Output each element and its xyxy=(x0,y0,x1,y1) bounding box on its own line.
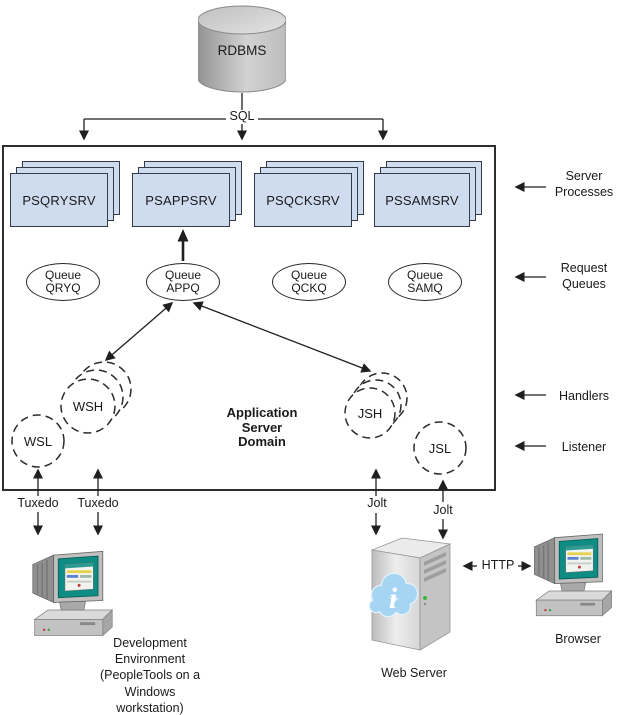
server-process-label: PSQCKSRV xyxy=(254,173,352,227)
queue-appq: Queue APPQ xyxy=(146,263,220,301)
database-label: RDBMS xyxy=(217,43,267,58)
server-process-label: PSQRYSRV xyxy=(10,173,108,227)
http-label: HTTP xyxy=(481,558,515,572)
database-cylinder-icon xyxy=(198,5,286,93)
annotation-listener: Listener xyxy=(561,440,607,454)
server-process-label: PSSAMSRV xyxy=(374,173,470,227)
server-process-stack-psqrysrv: PSQRYSRV xyxy=(10,161,120,227)
tuxedo-right-label: Tuxedo xyxy=(77,496,119,510)
web-server-icon: i xyxy=(368,537,452,651)
queue-qckq: Queue QCKQ xyxy=(272,263,346,301)
queue-qryq: Queue QRYQ xyxy=(26,263,100,301)
server-process-stack-psappsrv: PSAPPSRV xyxy=(132,161,242,227)
info-cloud-icon: i xyxy=(368,572,419,618)
browser-workstation-icon xyxy=(534,533,613,617)
browser-caption: Browser xyxy=(555,632,601,646)
queue-samq: Queue SAMQ xyxy=(388,263,462,301)
server-process-label: PSAPPSRV xyxy=(132,173,230,227)
workstation-icon xyxy=(32,550,114,637)
web-server-caption: Web Server xyxy=(381,666,447,680)
annotation-request-queues: Request Queues xyxy=(560,261,608,291)
domain-title: Application Server Domain xyxy=(226,405,298,449)
sql-label: SQL xyxy=(229,109,255,123)
application-server-domain-box xyxy=(2,145,496,491)
svg-text:i: i xyxy=(389,582,398,615)
annotation-server-processes: Server Processes xyxy=(554,169,614,199)
jolt-right-label: Jolt xyxy=(433,503,453,517)
server-process-stack-pssamsrv: PSSAMSRV xyxy=(374,161,482,227)
jolt-left-label: Jolt xyxy=(367,496,387,510)
tuxedo-left-label: Tuxedo xyxy=(17,496,59,510)
development-caption: Development Environment (PeopleTools on … xyxy=(99,636,201,715)
server-process-stack-psqcksrv: PSQCKSRV xyxy=(254,161,364,227)
annotation-handlers: Handlers xyxy=(558,389,610,403)
